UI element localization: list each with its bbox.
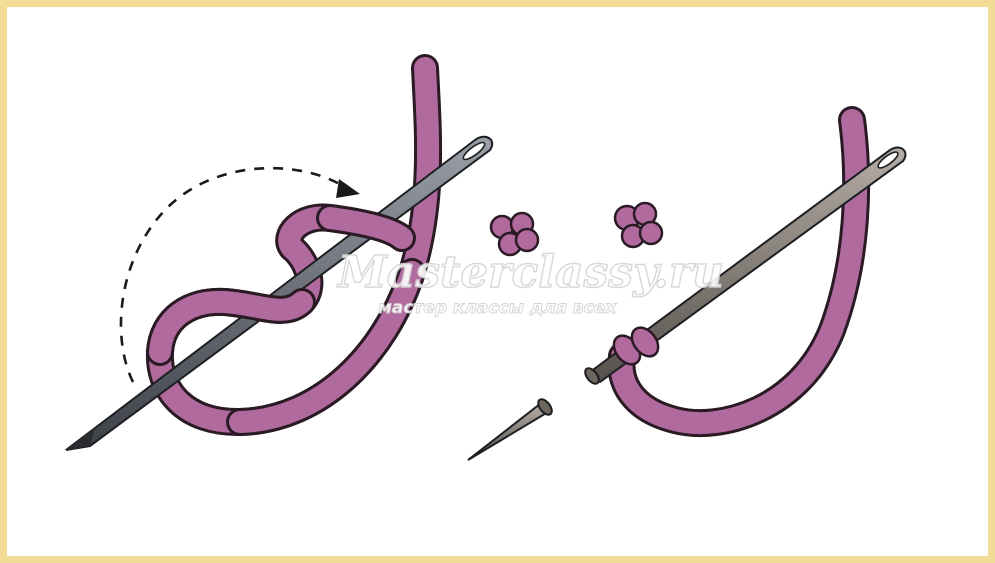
watermark-subtitle: мастер классы для всех (378, 298, 617, 318)
french-knot-icon (615, 203, 662, 247)
watermark-title: Masterclassy.ru (336, 247, 724, 298)
needle-tip-icon (468, 397, 554, 460)
watermark: Masterclassy.ru мастер классы для всех (336, 247, 724, 318)
